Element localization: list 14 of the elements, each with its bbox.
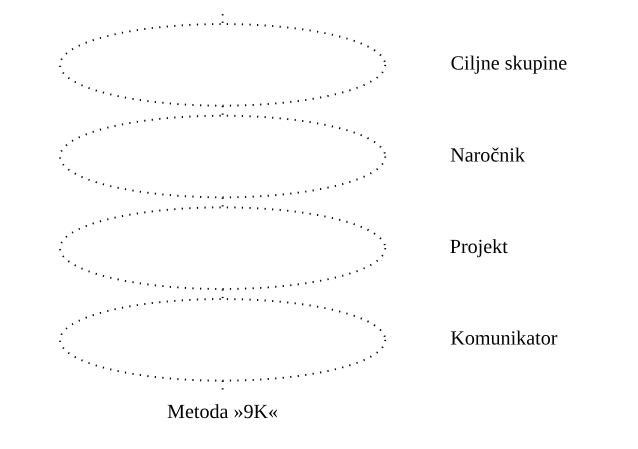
connector: [222, 106, 224, 116]
node-text: Metoda »9K«: [167, 401, 278, 424]
connector: [222, 198, 224, 208]
node-label: Komunikator: [450, 328, 558, 350]
connector: [222, 289, 224, 299]
connector: [222, 380, 224, 390]
node-label: Ciljne skupine: [450, 52, 568, 75]
node-ellipse: [59, 23, 386, 107]
node-ellipse: [59, 114, 386, 198]
node-label: Naročnik: [450, 144, 525, 166]
node-ellipse: [59, 298, 386, 382]
node-label: Projekt: [450, 236, 508, 258]
node-ellipse: [59, 206, 386, 290]
connector: [222, 14, 224, 24]
